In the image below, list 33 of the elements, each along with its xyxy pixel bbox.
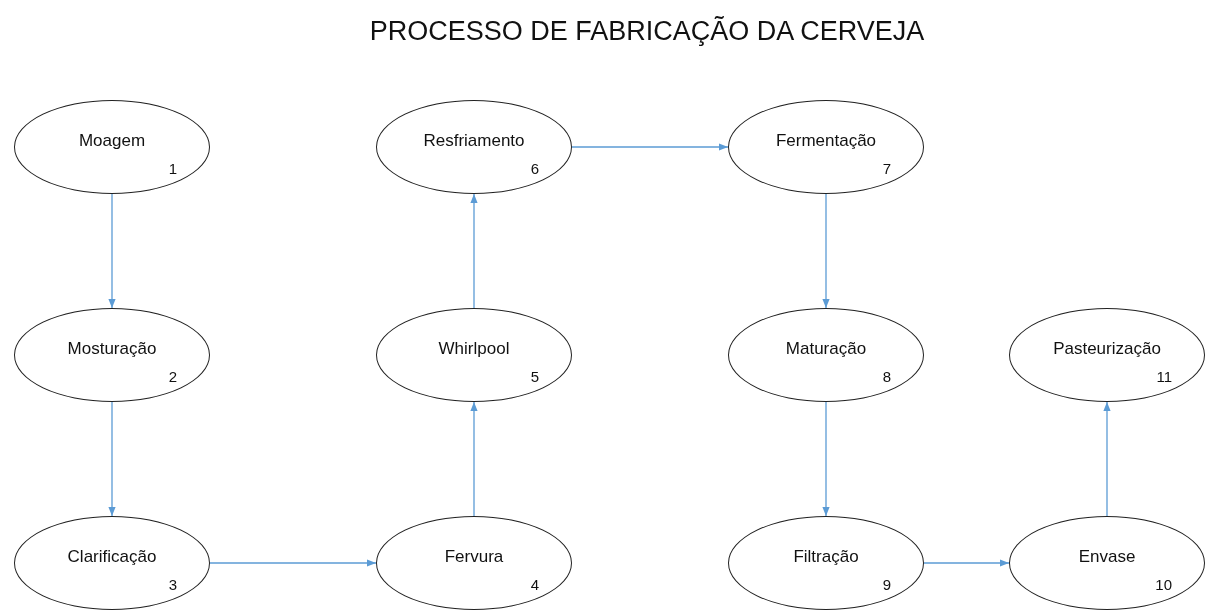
arrow <box>470 401 478 517</box>
step-number: 9 <box>882 576 891 593</box>
step-name: Mosturação <box>66 339 158 359</box>
step-number: 4 <box>530 576 539 593</box>
arrow <box>108 401 116 517</box>
step-number: 6 <box>530 160 539 177</box>
step-name: Whirlpool <box>437 339 511 359</box>
arrow <box>470 193 478 309</box>
step-number: 5 <box>530 368 539 385</box>
step-name: Pasteurização <box>1052 339 1162 359</box>
step-number: 2 <box>168 368 177 385</box>
step-name: Fervura <box>443 547 505 567</box>
step-name: Maturação <box>784 339 868 359</box>
step-number: 1 <box>168 160 177 177</box>
step-name: Fermentação <box>774 131 878 151</box>
arrow <box>1103 401 1111 517</box>
step-name: Envase <box>1077 547 1137 567</box>
diagram-title: PROCESSO DE FABRICAÇÃO DA CERVEJA <box>368 16 926 47</box>
arrow <box>822 193 830 309</box>
step-number: 7 <box>882 160 891 177</box>
arrow <box>822 401 830 517</box>
step-name: Filtração <box>792 547 860 567</box>
step-number: 11 <box>1156 368 1172 385</box>
step-number: 8 <box>882 368 891 385</box>
step-number: 10 <box>1155 576 1172 593</box>
arrow <box>209 559 377 567</box>
arrow <box>108 193 116 309</box>
arrow <box>923 559 1010 567</box>
step-name: Moagem <box>77 131 147 151</box>
arrow <box>571 143 729 151</box>
step-name: Clarificação <box>66 547 158 567</box>
step-name: Resfriamento <box>422 131 526 151</box>
step-number: 3 <box>168 576 177 593</box>
